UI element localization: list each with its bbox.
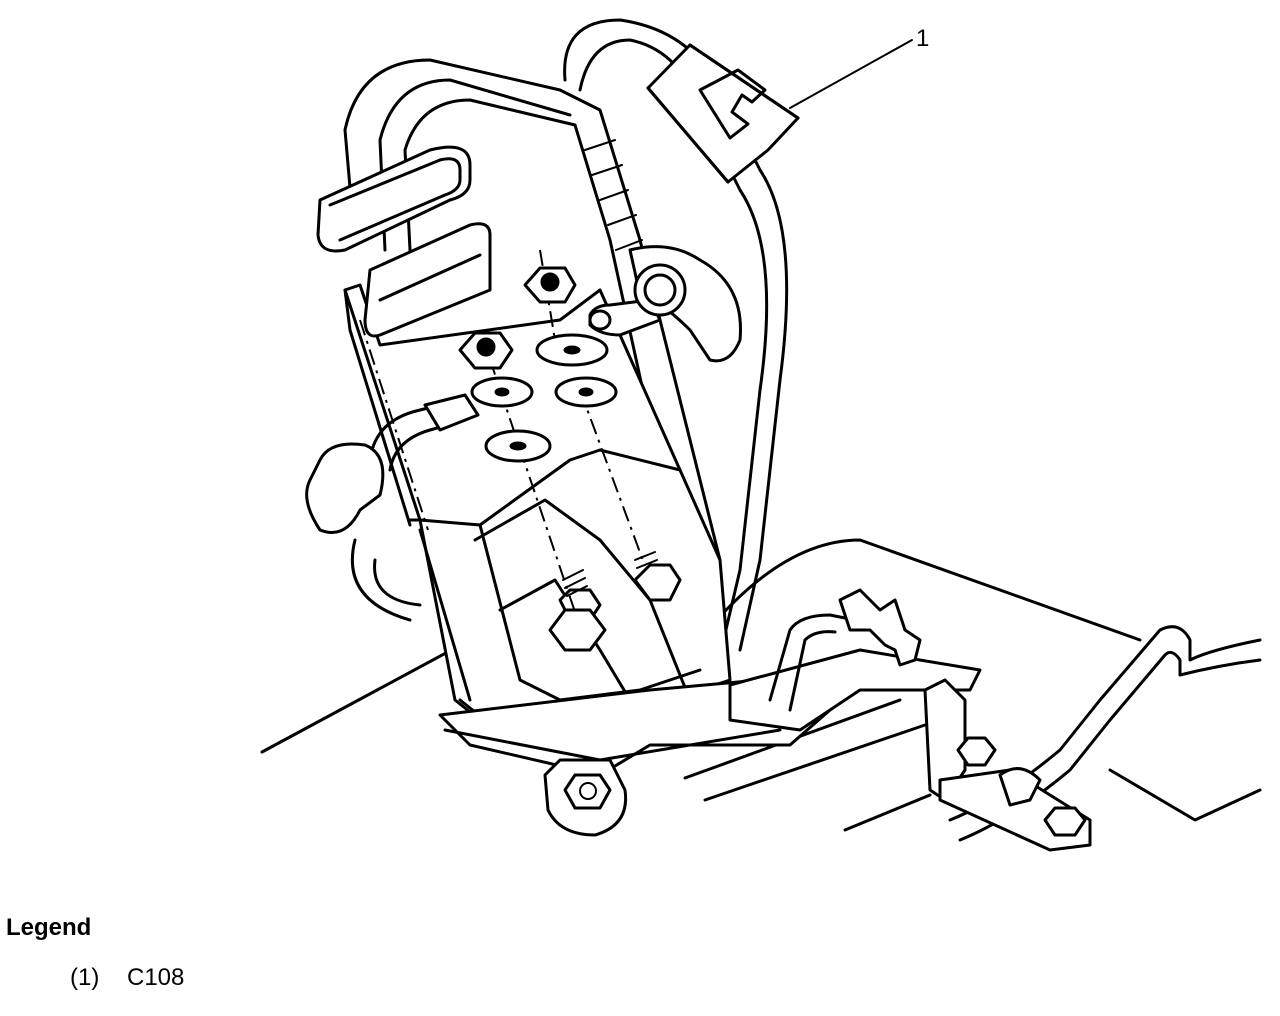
callout-leader: 1: [789, 25, 929, 109]
battery-cable-right: [588, 245, 742, 363]
legend-item-label: C108: [127, 964, 185, 991]
connector-c108: [646, 43, 800, 184]
battery-cable-left: [305, 393, 480, 622]
right-harness-and-clamp: [768, 588, 1262, 852]
hex-nut-upper: [523, 266, 577, 304]
base-nut: [563, 773, 612, 810]
relay-connector-illustration: 1: [260, 18, 1262, 852]
legend-title: Legend: [6, 914, 92, 941]
washers: [470, 333, 618, 463]
callout-number: 1: [916, 25, 929, 52]
terminal-stud-right: [633, 551, 682, 602]
legend-item-number: (1): [70, 964, 100, 991]
legend: Legend (1) C108: [6, 914, 184, 991]
hex-nut-left: [458, 331, 514, 370]
legend-item: (1) C108: [70, 964, 184, 992]
multipin-connector: [316, 145, 492, 338]
